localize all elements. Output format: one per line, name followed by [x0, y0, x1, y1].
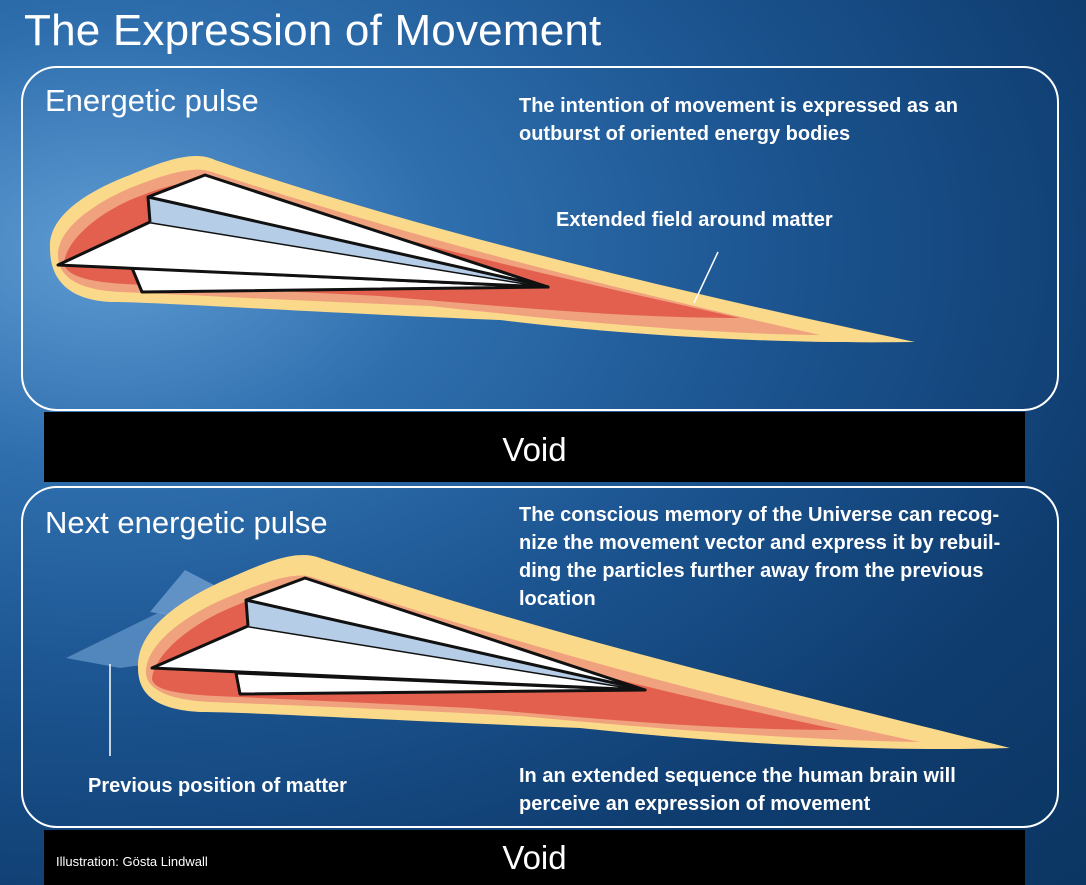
description-line: outburst of oriented energy bodies: [519, 123, 851, 145]
previous-position-label: Previous position of matter: [88, 775, 347, 797]
next-energetic-pulse-panel: Next energetic pulse The conscious memor…: [21, 486, 1059, 828]
energetic-pulse-description: The intention of movement is expressed a…: [519, 92, 958, 148]
description-line: perceive an expression of movement: [519, 793, 871, 815]
description-line: The intention of movement is expressed a…: [519, 95, 959, 117]
panel-heading-next-energetic-pulse: Next energetic pulse: [45, 505, 328, 540]
field-pointer-line: [693, 251, 719, 304]
matter-top-wing: [146, 173, 550, 289]
matter-2: [150, 576, 647, 696]
illustration-credit: Illustration: Gösta Lindwall: [56, 854, 208, 869]
void-bar-1: Void: [44, 412, 1025, 482]
matter-keel-line: [244, 599, 250, 627]
description-line: location: [519, 588, 596, 610]
description-line: In an extended sequence the human brain …: [519, 765, 956, 787]
description-line: The conscious memory of the Universe can…: [519, 504, 1000, 526]
matter-keel-line: [146, 196, 152, 223]
matter-top-wing: [244, 576, 647, 692]
matter-1: [56, 173, 550, 294]
page-title: The Expression of Movement: [24, 6, 602, 55]
extended-field-label: Extended field around matter: [556, 209, 833, 231]
energetic-pulse-panel: Energetic pulse The intention of movemen…: [21, 66, 1059, 411]
sequence-description: In an extended sequence the human brain …: [519, 762, 956, 818]
void-label: Void: [502, 838, 567, 876]
void-label: Void: [502, 431, 567, 468]
description-line: ding the particles further away from the…: [519, 560, 984, 582]
description-line: nize the movement vector and express it …: [519, 532, 1001, 554]
next-pulse-description: The conscious memory of the Universe can…: [519, 501, 1000, 613]
panel-heading-energetic-pulse: Energetic pulse: [45, 83, 259, 118]
void-bar-2: Void: [44, 830, 1025, 885]
